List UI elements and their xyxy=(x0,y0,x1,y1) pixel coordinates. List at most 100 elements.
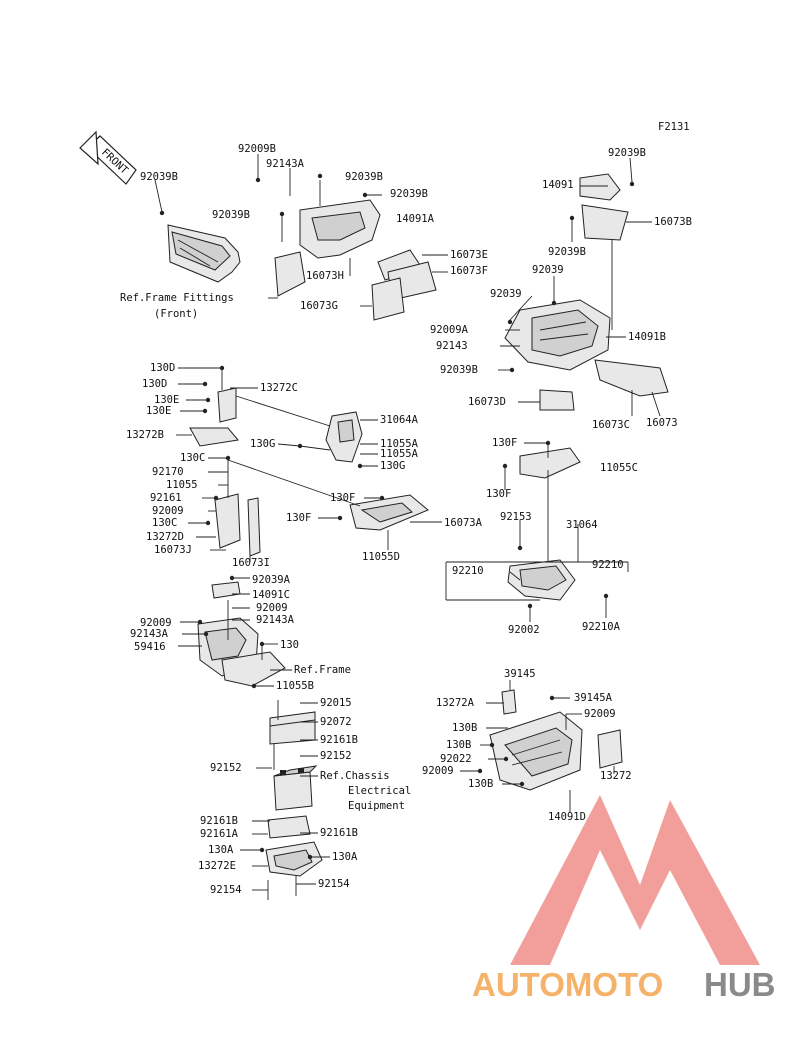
bracket-11055D xyxy=(349,494,429,531)
bracket-13272D xyxy=(214,493,261,557)
part-label: 130E xyxy=(146,405,171,417)
part-label: 92039B xyxy=(608,147,646,159)
pad-16073 xyxy=(539,359,669,411)
part-label: 92210 xyxy=(592,559,624,571)
watermark-text-auto: AUTOMOTO xyxy=(472,966,663,1003)
cover-14091C xyxy=(211,581,241,599)
part-label: 130F xyxy=(492,437,517,449)
ref-chassis: Ref.Chassis xyxy=(320,770,390,782)
front-cover-14091A xyxy=(274,199,381,297)
watermark-text-hub: HUB xyxy=(704,966,776,1003)
part-label: 92143 xyxy=(436,340,468,352)
part-label: 16073C xyxy=(592,419,630,431)
front-mudguard-assembly xyxy=(167,224,241,283)
battery-band xyxy=(269,711,316,745)
part-label: 130C xyxy=(180,452,205,464)
part-label: 130D xyxy=(142,378,167,390)
part-label: 13272B xyxy=(126,429,164,441)
part-label: 31064 xyxy=(566,519,598,531)
part-label: 92009A xyxy=(430,324,469,336)
part-label: 14091C xyxy=(252,589,290,601)
part-label: 92039B xyxy=(440,364,478,376)
part-label: 92039B xyxy=(548,246,586,258)
part-label: 92009B xyxy=(238,143,276,155)
plate-13272B xyxy=(189,427,239,447)
part-label: 16073B xyxy=(654,216,692,228)
part-label: 92009 xyxy=(140,617,172,629)
part-label: 130G xyxy=(250,438,275,450)
part-label: 11055B xyxy=(276,680,314,692)
part-label: 92072 xyxy=(320,716,352,728)
ref-frame: Ref.Frame xyxy=(294,664,351,676)
reference-notes: Ref.Frame Fittings (Front) Ref.Frame Ref… xyxy=(120,292,411,812)
bracket-13272 xyxy=(597,729,623,769)
part-label: 92210 xyxy=(452,565,484,577)
part-label: 130B xyxy=(446,739,471,751)
bracket-31064A xyxy=(325,411,363,463)
part-label: 39145 xyxy=(504,668,536,680)
watermark-logo-icon xyxy=(510,795,760,965)
part-label: 92161B xyxy=(320,734,358,746)
part-label: 13272E xyxy=(198,860,236,872)
part-label: 92009 xyxy=(422,765,454,777)
ref-frame-fittings-sub: (Front) xyxy=(154,308,198,320)
part-label: 92009 xyxy=(256,602,288,614)
part-label: 92039B xyxy=(212,209,250,221)
part-label: 16073 xyxy=(646,417,678,429)
part-label: 16073E xyxy=(450,249,488,261)
part-label: 92161B xyxy=(200,815,238,827)
part-label: 92153 xyxy=(500,511,532,523)
bolt-icons xyxy=(159,173,635,860)
part-label: 14091A xyxy=(396,213,435,225)
part-label: 130B xyxy=(468,778,493,790)
part-label: 92210A xyxy=(582,621,621,633)
part-label: 11055A xyxy=(380,448,419,460)
part-label: 92039 xyxy=(490,288,522,300)
part-label: 130G xyxy=(380,460,405,472)
part-label: 59416 xyxy=(134,641,166,653)
front-arrow-icon: FRONT xyxy=(79,130,137,185)
part-label: 92039B xyxy=(140,171,178,183)
part-label: 92022 xyxy=(440,753,472,765)
part-label: 16073I xyxy=(232,557,270,569)
bracket-31064 xyxy=(507,470,576,601)
part-label: 92154 xyxy=(210,884,242,896)
leader-lines xyxy=(154,154,661,900)
part-label: 11055A xyxy=(380,438,419,450)
part-label: 130F xyxy=(286,512,311,524)
bracket-13272C xyxy=(217,387,237,423)
part-label: 92161A xyxy=(200,828,239,840)
part-label: 130D xyxy=(150,362,175,374)
part-label: 130A xyxy=(208,844,234,856)
part-label: 92143A xyxy=(256,614,295,626)
part-label: 16073G xyxy=(300,300,338,312)
part-label: 130 xyxy=(280,639,299,651)
bracket-13272A xyxy=(501,689,517,715)
part-label: 13272C xyxy=(260,382,298,394)
part-label: 130F xyxy=(486,488,511,500)
part-label: 13272A xyxy=(436,697,475,709)
part-label: 39145A xyxy=(574,692,613,704)
part-label: 92154 xyxy=(318,878,350,890)
part-label: 92002 xyxy=(508,624,540,636)
part-label: 92143A xyxy=(266,158,305,170)
cover-14091D xyxy=(489,711,583,791)
part-label: 16073H xyxy=(306,270,344,282)
part-label: 92039 xyxy=(532,264,564,276)
figure-code: F2131 xyxy=(658,121,690,133)
part-label: 16073F xyxy=(450,265,488,277)
part-label: 130F xyxy=(330,492,355,504)
ref-chassis-electrical: Electrical xyxy=(348,785,411,797)
part-label: 130E xyxy=(154,394,179,406)
part-label: 92161B xyxy=(320,827,358,839)
part-label: 92015 xyxy=(320,697,352,709)
part-label: 16073D xyxy=(468,396,506,408)
part-label: 92152 xyxy=(320,750,352,762)
watermark: AUTOMOTO HUB xyxy=(472,795,776,1003)
ref-chassis-equipment: Equipment xyxy=(348,800,405,812)
part-label: 11055C xyxy=(600,462,638,474)
part-label: 13272 xyxy=(600,770,632,782)
part-label: 92009 xyxy=(584,708,616,720)
cover-14091B xyxy=(504,299,611,371)
